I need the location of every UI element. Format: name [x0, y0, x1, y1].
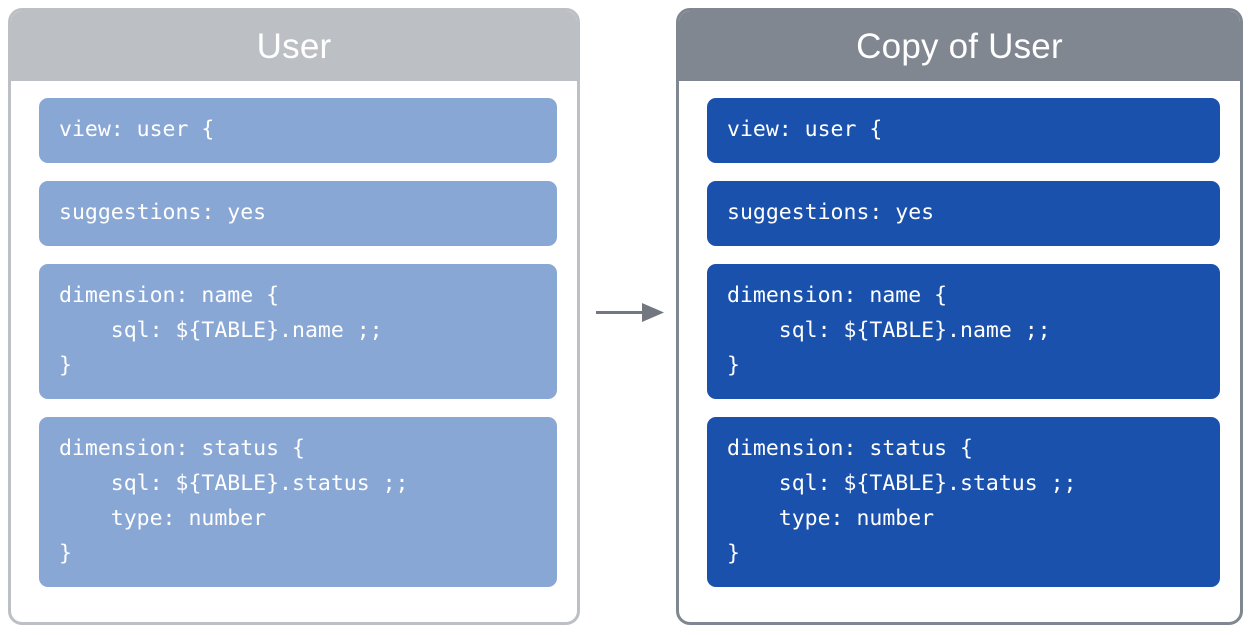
code-block-view-copy[interactable]: view: user { [707, 98, 1220, 163]
copy-arrow-icon [596, 303, 664, 322]
code-block-dimension-status[interactable]: dimension: status { sql: ${TABLE}.status… [39, 417, 557, 587]
panel-body-user-copy: view: user { suggestions: yes dimension:… [679, 81, 1240, 607]
panel-title-user-source: User [256, 26, 332, 66]
code-block-dimension-name[interactable]: dimension: name { sql: ${TABLE}.name ;; … [39, 264, 557, 399]
code-block-dimension-status-copy[interactable]: dimension: status { sql: ${TABLE}.status… [707, 417, 1220, 587]
code-block-dimension-name-copy[interactable]: dimension: name { sql: ${TABLE}.name ;; … [707, 264, 1220, 399]
panel-header-user-copy: Copy of User [679, 11, 1240, 81]
panel-header-user-source: User [11, 11, 577, 81]
code-block-suggestions-copy[interactable]: suggestions: yes [707, 181, 1220, 246]
code-block-suggestions[interactable]: suggestions: yes [39, 181, 557, 246]
panel-body-user-source: view: user { suggestions: yes dimension:… [11, 81, 577, 607]
panel-user-copy: Copy of User view: user { suggestions: y… [676, 8, 1243, 625]
panel-user-source: User view: user { suggestions: yes dimen… [8, 8, 580, 625]
panel-title-user-copy: Copy of User [856, 26, 1063, 66]
code-block-view[interactable]: view: user { [39, 98, 557, 163]
